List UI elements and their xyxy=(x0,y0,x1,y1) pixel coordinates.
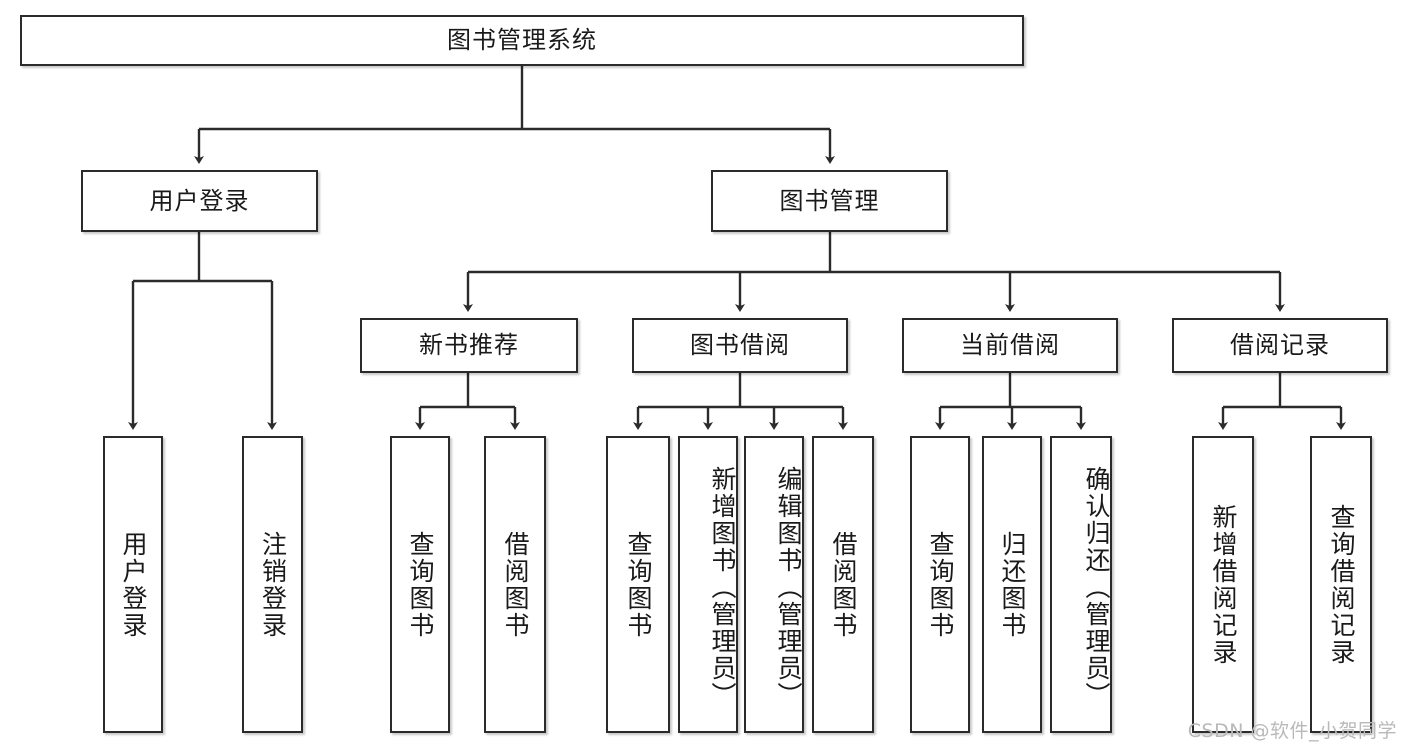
node-book-manage-label: 图书管理 xyxy=(779,186,880,215)
node-borrow-record[interactable]: 借阅记录 xyxy=(1172,318,1388,373)
node-leaf-query-book-2-label: 查询图书 xyxy=(624,530,653,639)
node-leaf-query-book-3-label: 查询图书 xyxy=(926,530,955,639)
node-leaf-edit-book[interactable]: 编辑图书（管理员） xyxy=(744,436,804,733)
node-root-label: 图书管理系统 xyxy=(447,26,597,55)
node-user-login[interactable]: 用户登录 xyxy=(81,170,318,232)
node-leaf-query-book-1-label: 查询图书 xyxy=(406,530,435,639)
node-leaf-return-book[interactable]: 归还图书 xyxy=(982,436,1042,733)
node-leaf-borrow-book-1[interactable]: 借阅图书 xyxy=(484,436,546,733)
node-leaf-user-login-label: 用户登录 xyxy=(119,530,148,639)
node-book-borrow-label: 图书借阅 xyxy=(690,331,790,360)
node-leaf-user-login[interactable]: 用户登录 xyxy=(103,436,163,733)
node-new-book-recommend-label: 新书推荐 xyxy=(419,331,519,360)
node-leaf-query-book-2[interactable]: 查询图书 xyxy=(606,436,670,733)
node-leaf-query-book-3[interactable]: 查询图书 xyxy=(910,436,970,733)
node-leaf-edit-book-label: 编辑图书（管理员） xyxy=(774,466,803,709)
node-leaf-borrow-book-2-label: 借阅图书 xyxy=(829,530,858,639)
node-leaf-borrow-book-1-label: 借阅图书 xyxy=(501,530,530,639)
node-leaf-add-borrow-record-label: 新增借阅记录 xyxy=(1209,503,1238,666)
node-root[interactable]: 图书管理系统 xyxy=(20,15,1024,66)
node-leaf-add-book-label: 新增图书（管理员） xyxy=(708,466,737,709)
watermark-text: CSDN @软件_小贺同学 xyxy=(1187,720,1397,742)
node-leaf-add-borrow-record[interactable]: 新增借阅记录 xyxy=(1192,436,1254,733)
node-book-borrow[interactable]: 图书借阅 xyxy=(632,318,848,373)
node-leaf-query-borrow-record-label: 查询借阅记录 xyxy=(1327,503,1356,666)
node-current-borrow-label: 当前借阅 xyxy=(960,331,1060,360)
node-book-manage[interactable]: 图书管理 xyxy=(711,170,948,232)
node-leaf-confirm-return[interactable]: 确认归还（管理员） xyxy=(1050,436,1112,733)
node-leaf-add-book[interactable]: 新增图书（管理员） xyxy=(678,436,738,733)
node-leaf-confirm-return-label: 确认归还（管理员） xyxy=(1082,466,1111,709)
node-new-book-recommend[interactable]: 新书推荐 xyxy=(360,318,578,373)
node-borrow-record-label: 借阅记录 xyxy=(1230,331,1330,360)
node-leaf-return-book-label: 归还图书 xyxy=(998,530,1027,639)
node-leaf-user-logout-label: 注销登录 xyxy=(258,530,288,639)
node-user-login-label: 用户登录 xyxy=(149,186,250,215)
node-current-borrow[interactable]: 当前借阅 xyxy=(902,318,1118,373)
node-leaf-borrow-book-2[interactable]: 借阅图书 xyxy=(812,436,874,733)
node-leaf-query-book-1[interactable]: 查询图书 xyxy=(390,436,450,733)
node-leaf-user-logout[interactable]: 注销登录 xyxy=(242,436,303,733)
node-leaf-query-borrow-record[interactable]: 查询借阅记录 xyxy=(1310,436,1372,733)
